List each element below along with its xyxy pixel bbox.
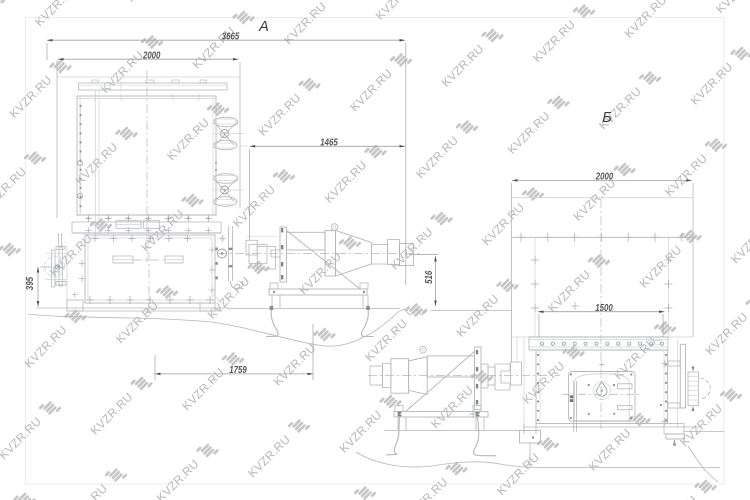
svg-text:KVZR.RU: KVZR.RU bbox=[322, 158, 370, 206]
svg-text:KVZR.RU: KVZR.RU bbox=[0, 414, 44, 462]
svg-text:KVZR.RU: KVZR.RU bbox=[271, 341, 319, 389]
svg-text:KVZR.RU: KVZR.RU bbox=[428, 383, 476, 431]
svg-text:KVZR.RU: KVZR.RU bbox=[88, 390, 136, 438]
svg-text:2000: 2000 bbox=[142, 50, 161, 61]
svg-text:KVZR.RU: KVZR.RU bbox=[245, 432, 293, 480]
svg-text:KVZR.RU: KVZR.RU bbox=[337, 408, 385, 456]
svg-text:1759: 1759 bbox=[229, 365, 247, 376]
svg-text:KVZR.RU: KVZR.RU bbox=[439, 42, 487, 90]
svg-text:KVZR.RU: KVZR.RU bbox=[179, 365, 227, 413]
svg-text:KVZR.RU: KVZR.RU bbox=[362, 316, 410, 364]
svg-text:KVZR.RU: KVZR.RU bbox=[154, 457, 202, 500]
svg-text:KVZR.RU: KVZR.RU bbox=[454, 292, 502, 340]
svg-text:KVZR.RU: KVZR.RU bbox=[637, 243, 685, 291]
svg-text:KVZR.RU: KVZR.RU bbox=[662, 151, 710, 199]
svg-text:А: А bbox=[258, 19, 269, 35]
svg-text:3665: 3665 bbox=[222, 32, 240, 43]
svg-text:KVZR.RU: KVZR.RU bbox=[545, 267, 593, 315]
svg-text:2000: 2000 bbox=[595, 172, 614, 183]
svg-text:KVZR.RU: KVZR.RU bbox=[713, 0, 750, 16]
svg-text:516: 516 bbox=[424, 270, 435, 283]
svg-text:KVZR.RU: KVZR.RU bbox=[296, 249, 344, 297]
svg-text:KVZR.RU: KVZR.RU bbox=[164, 115, 212, 163]
svg-text:KVZR.RU: KVZR.RU bbox=[373, 0, 421, 23]
svg-text:KVZR.RU: KVZR.RU bbox=[403, 475, 451, 500]
svg-text:KVZR.RU: KVZR.RU bbox=[98, 48, 146, 96]
svg-text:KVZR.RU: KVZR.RU bbox=[688, 60, 736, 108]
svg-text:KVZR.RU: KVZR.RU bbox=[530, 17, 578, 65]
svg-text:KVZR.RU: KVZR.RU bbox=[0, 256, 4, 304]
svg-text:1500: 1500 bbox=[595, 303, 613, 314]
svg-text:KVZR.RU: KVZR.RU bbox=[479, 200, 527, 248]
svg-text:Б: Б bbox=[602, 110, 611, 126]
svg-text:KVZR.RU: KVZR.RU bbox=[22, 323, 70, 371]
svg-text:KVZR.RU: KVZR.RU bbox=[743, 468, 750, 500]
svg-text:KVZR.RU: KVZR.RU bbox=[230, 182, 278, 230]
svg-text:KVZR.RU: KVZR.RU bbox=[7, 73, 55, 121]
svg-text:KVZR.RU: KVZR.RU bbox=[256, 91, 304, 139]
svg-text:KVZR.RU: KVZR.RU bbox=[586, 426, 634, 474]
svg-text:KVZR.RU: KVZR.RU bbox=[494, 450, 542, 498]
svg-text:KVZR.RU: KVZR.RU bbox=[32, 0, 80, 29]
svg-text:KVZR.RU: KVZR.RU bbox=[124, 0, 172, 5]
svg-text:395: 395 bbox=[25, 277, 36, 290]
svg-text:KVZR.RU: KVZR.RU bbox=[413, 133, 461, 181]
svg-text:KVZR.RU: KVZR.RU bbox=[703, 310, 750, 358]
svg-text:KVZR.RU: KVZR.RU bbox=[571, 176, 619, 224]
svg-text:KVZR.RU: KVZR.RU bbox=[113, 298, 161, 346]
svg-text:KVZR.RU: KVZR.RU bbox=[652, 493, 700, 500]
svg-text:1465: 1465 bbox=[320, 138, 338, 149]
svg-text:KVZR.RU: KVZR.RU bbox=[622, 0, 670, 41]
svg-text:KVZR.RU: KVZR.RU bbox=[0, 164, 29, 212]
svg-text:KVZR.RU: KVZR.RU bbox=[505, 109, 553, 157]
svg-text:KVZR.RU: KVZR.RU bbox=[728, 218, 750, 266]
svg-text:KVZR.RU: KVZR.RU bbox=[347, 66, 395, 114]
svg-text:KVZR.RU: KVZR.RU bbox=[520, 359, 568, 407]
